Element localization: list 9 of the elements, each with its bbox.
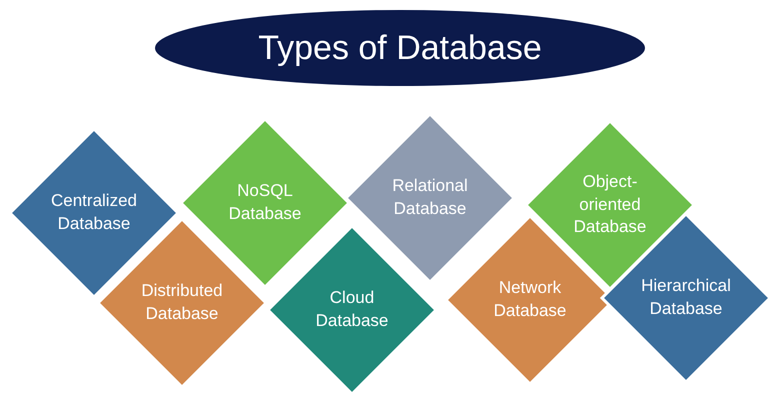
diamond-label: NoSQL Database <box>228 180 302 225</box>
title-oval: Types of Database <box>155 10 645 86</box>
diamond-label: Network Database <box>492 277 568 322</box>
diamond-label: Hierarchical Database <box>640 275 732 320</box>
diamond-label: Centralized Database <box>50 190 138 235</box>
diamond-label: Distributed Database <box>140 280 224 325</box>
diamond-label: Cloud Database <box>314 287 390 332</box>
diamond-label: Relational Database <box>391 175 469 220</box>
diamond-label: Object-oriented Database <box>572 170 648 238</box>
